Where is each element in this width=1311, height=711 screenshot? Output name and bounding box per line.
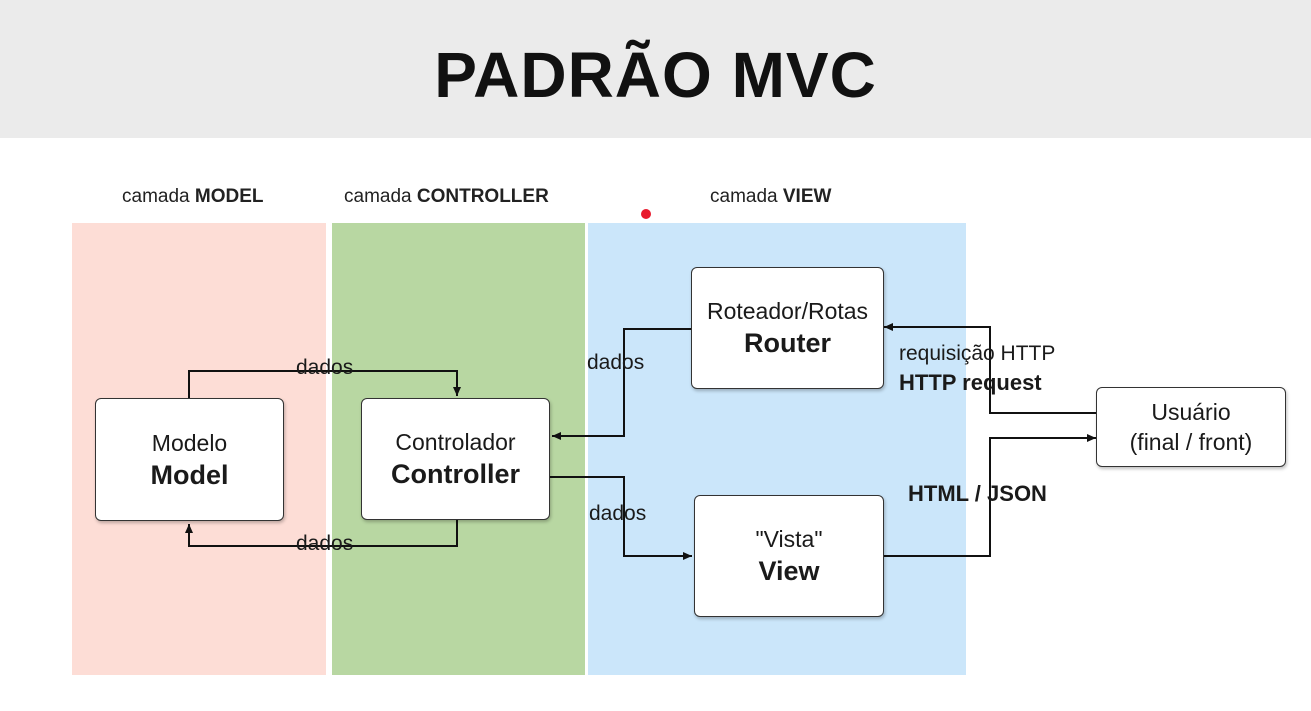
model-node: Modelo Model — [95, 398, 284, 521]
layer-name: VIEW — [782, 186, 832, 207]
router-node: Roteador/Rotas Router — [691, 267, 884, 389]
edge-label-dados: dados — [589, 502, 647, 525]
node-label: Modelo — [151, 429, 228, 456]
controller-node: Controlador Controller — [361, 398, 550, 520]
edge-label-dados: dados — [296, 356, 354, 379]
edge-view-to-user — [884, 434, 1096, 557]
node-label: Controlador — [395, 429, 516, 455]
edge-label-request-en: HTTP request — [899, 370, 1042, 395]
edge-request-to-router — [884, 323, 1098, 414]
pointer-dot — [641, 209, 651, 219]
edge-label-dados: dados — [587, 351, 645, 374]
edge-router-to-controller — [552, 328, 691, 440]
node-label-bold: Model — [150, 459, 229, 490]
layer-name: MODEL — [194, 186, 264, 207]
layer-label-controller: camada CONTROLLER — [344, 186, 549, 208]
title-bar — [0, 0, 1311, 138]
node-label: Roteador/Rotas — [706, 298, 869, 324]
layer-name: CONTROLLER — [416, 186, 549, 207]
layer-prefix: camada — [122, 186, 195, 207]
node-label-bold: Router — [744, 328, 831, 358]
node-label-bold: Controller — [390, 459, 520, 489]
edge-label-response: HTML / JSON — [908, 481, 1047, 506]
edge-model-to-controller-top — [188, 370, 461, 398]
layer-label-model: camada MODEL — [122, 186, 263, 208]
edge-controller-to-model-bottom — [185, 520, 458, 547]
view-node: "Vista" View — [694, 495, 884, 617]
edge-controller-to-view — [550, 476, 692, 560]
layer-prefix: camada — [344, 186, 417, 207]
node-label: Usuário — [1151, 399, 1231, 425]
edge-label-request: requisição HTTP — [899, 342, 1056, 365]
edge-label-dados: dados — [296, 532, 354, 555]
layer-prefix: camada — [710, 186, 783, 207]
node-label-bold: View — [758, 556, 820, 586]
page-title: PADRÃO MVC — [434, 39, 877, 111]
node-label: "Vista" — [755, 526, 823, 552]
node-label: (final / front) — [1129, 429, 1253, 455]
user-node: Usuário (final / front) — [1096, 387, 1286, 467]
layer-label-view: camada VIEW — [710, 186, 831, 208]
